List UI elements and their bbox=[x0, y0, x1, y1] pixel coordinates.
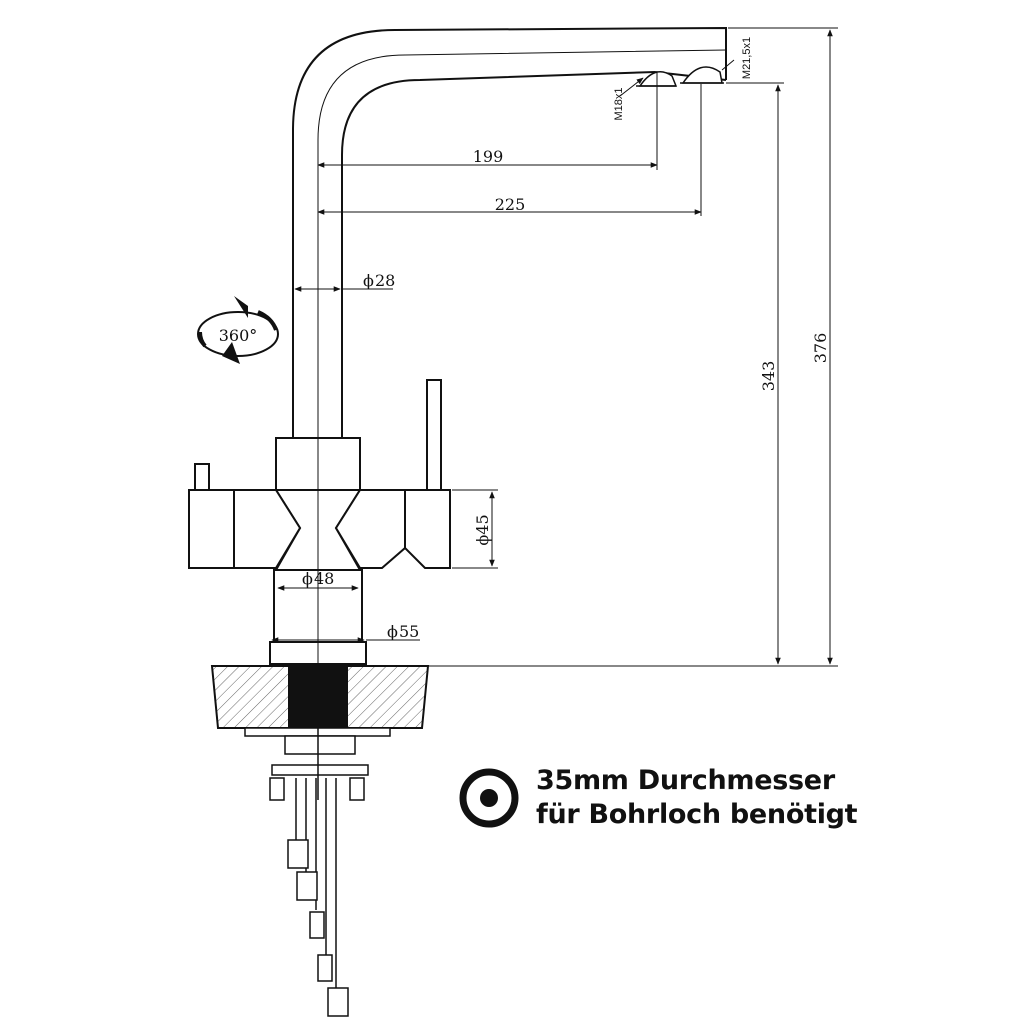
spout bbox=[292, 26, 727, 438]
rotation-360-icon: 360° bbox=[197, 296, 279, 364]
dim-diameter-symbol-28: ϕ bbox=[363, 271, 374, 290]
target-icon bbox=[459, 768, 519, 828]
rotation-label: 360° bbox=[219, 326, 258, 345]
drill-hole-note: 35mm Durchmesser für Bohrloch benötigt bbox=[536, 764, 936, 832]
dim-height-343: 343 bbox=[759, 361, 778, 392]
dimension-labels: 199 225 ϕ 28 ϕ 48 ϕ 55 ϕ45 343 376 M18x1… bbox=[302, 37, 830, 641]
dim-lever-diameter: ϕ45 bbox=[473, 514, 492, 545]
dimension-lines bbox=[271, 27, 838, 667]
thread-label-m18: M18x1 bbox=[613, 87, 625, 120]
dim-height-376: 376 bbox=[811, 333, 830, 364]
dim-diameter-symbol-55: ϕ bbox=[387, 622, 398, 641]
bore-hole bbox=[288, 666, 348, 728]
thread-label-m21: M21,5x1 bbox=[741, 37, 753, 79]
mounting-hardware bbox=[244, 727, 391, 801]
supply-hoses bbox=[287, 778, 349, 1017]
dim-base-diameter: 55 bbox=[399, 622, 419, 641]
note-line-1: 35mm Durchmesser bbox=[536, 765, 835, 796]
dim-spout-diameter: 28 bbox=[375, 271, 395, 290]
dim-body-diameter: 48 bbox=[314, 569, 334, 588]
dim-diameter-symbol-48: ϕ bbox=[302, 569, 313, 588]
mixer-body bbox=[188, 379, 451, 665]
dim-spout-reach-199: 199 bbox=[473, 147, 504, 166]
dim-spout-reach-225: 225 bbox=[495, 195, 526, 214]
countertop-section bbox=[210, 665, 430, 729]
note-line-2: für Bohrloch benötigt bbox=[536, 799, 858, 830]
outlet-nozzles bbox=[636, 66, 724, 87]
